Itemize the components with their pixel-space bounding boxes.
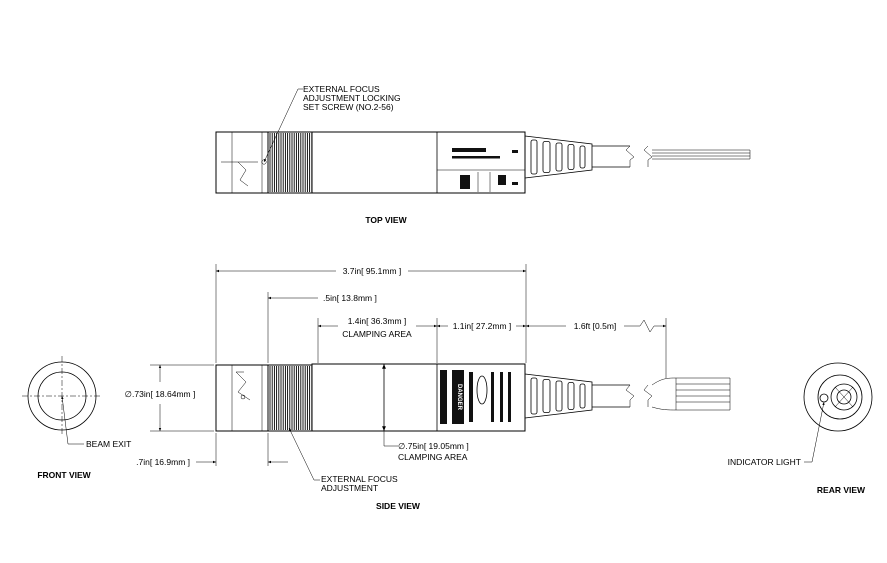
dim-overall: 3.7in[ 95.1mm ] <box>343 266 402 276</box>
dim-head-dia: ∅.73in[ 18.64mm ] <box>125 389 196 399</box>
side-head <box>215 364 269 432</box>
strain-relief-outline <box>524 135 593 179</box>
dim-body-dia-label: CLAMPING AREA <box>398 452 468 462</box>
strain-relief-rib <box>542 141 551 173</box>
strain-relief-rib <box>567 144 575 170</box>
top-view: EXTERNAL FOCUS ADJUSTMENT LOCKING SET SC… <box>215 84 751 225</box>
side-view-title: SIDE VIEW <box>376 501 421 511</box>
side-strain-relief <box>524 373 593 419</box>
front-view-title: FRONT VIEW <box>37 470 91 480</box>
rear-mid-circle <box>817 374 863 420</box>
focus-callout-line1: EXTERNAL FOCUS <box>321 474 398 484</box>
focus-callout-line2: ADJUSTMENT <box>321 483 378 493</box>
top-knurl-lines <box>269 133 313 192</box>
strain-relief-rib <box>530 139 538 175</box>
strain-relief-rib <box>542 379 551 413</box>
dim-tail: 1.1in[ 27.2mm ] <box>453 321 512 331</box>
top-callout-line1: EXTERNAL FOCUS <box>303 84 380 94</box>
dim-body-dia: ∅.75in[ 19.05mm ] <box>398 441 469 451</box>
danger-label: DANGER <box>456 384 462 411</box>
top-view-title: TOP VIEW <box>365 215 407 225</box>
top-strain-relief <box>524 135 593 179</box>
strain-relief-outline <box>524 373 593 419</box>
top-head <box>215 131 269 194</box>
side-view: DANGER 3.7in[ 95.1mm ] <box>125 264 731 511</box>
rear-view: INDICATOR LIGHT REAR VIEW <box>728 362 873 495</box>
strain-relief-rib <box>555 142 563 172</box>
dim-cable: 1.6ft [0.5m] <box>574 321 617 331</box>
front-view: BEAM EXIT FRONT VIEW <box>22 356 131 480</box>
strain-relief-rib <box>579 383 586 409</box>
indicator-light-label: INDICATOR LIGHT <box>728 457 801 467</box>
top-callout-line2: ADJUSTMENT LOCKING <box>303 93 401 103</box>
dim-clamp-label: CLAMPING AREA <box>342 329 412 339</box>
strain-relief-rib <box>567 382 575 410</box>
rear-cable-circle <box>830 383 858 411</box>
top-callout-line3: SET SCREW (NO.2-56) <box>303 102 394 112</box>
indicator-light <box>819 393 829 403</box>
rear-view-title: REAR VIEW <box>817 485 866 495</box>
beam-exit-label: BEAM EXIT <box>86 439 131 449</box>
dim-clamp-length: 1.4in[ 36.3mm ] <box>348 316 407 326</box>
dim-head-len: .7in[ 16.9mm ] <box>136 457 190 467</box>
strain-relief-rib <box>579 145 586 169</box>
rear-outer-circle <box>803 362 873 432</box>
strain-relief-rib <box>555 380 563 412</box>
top-body <box>311 131 526 194</box>
dim-knurl-pos: .5in[ 13.8mm ] <box>323 293 377 303</box>
side-body <box>311 363 526 432</box>
strain-relief-rib <box>530 377 538 415</box>
